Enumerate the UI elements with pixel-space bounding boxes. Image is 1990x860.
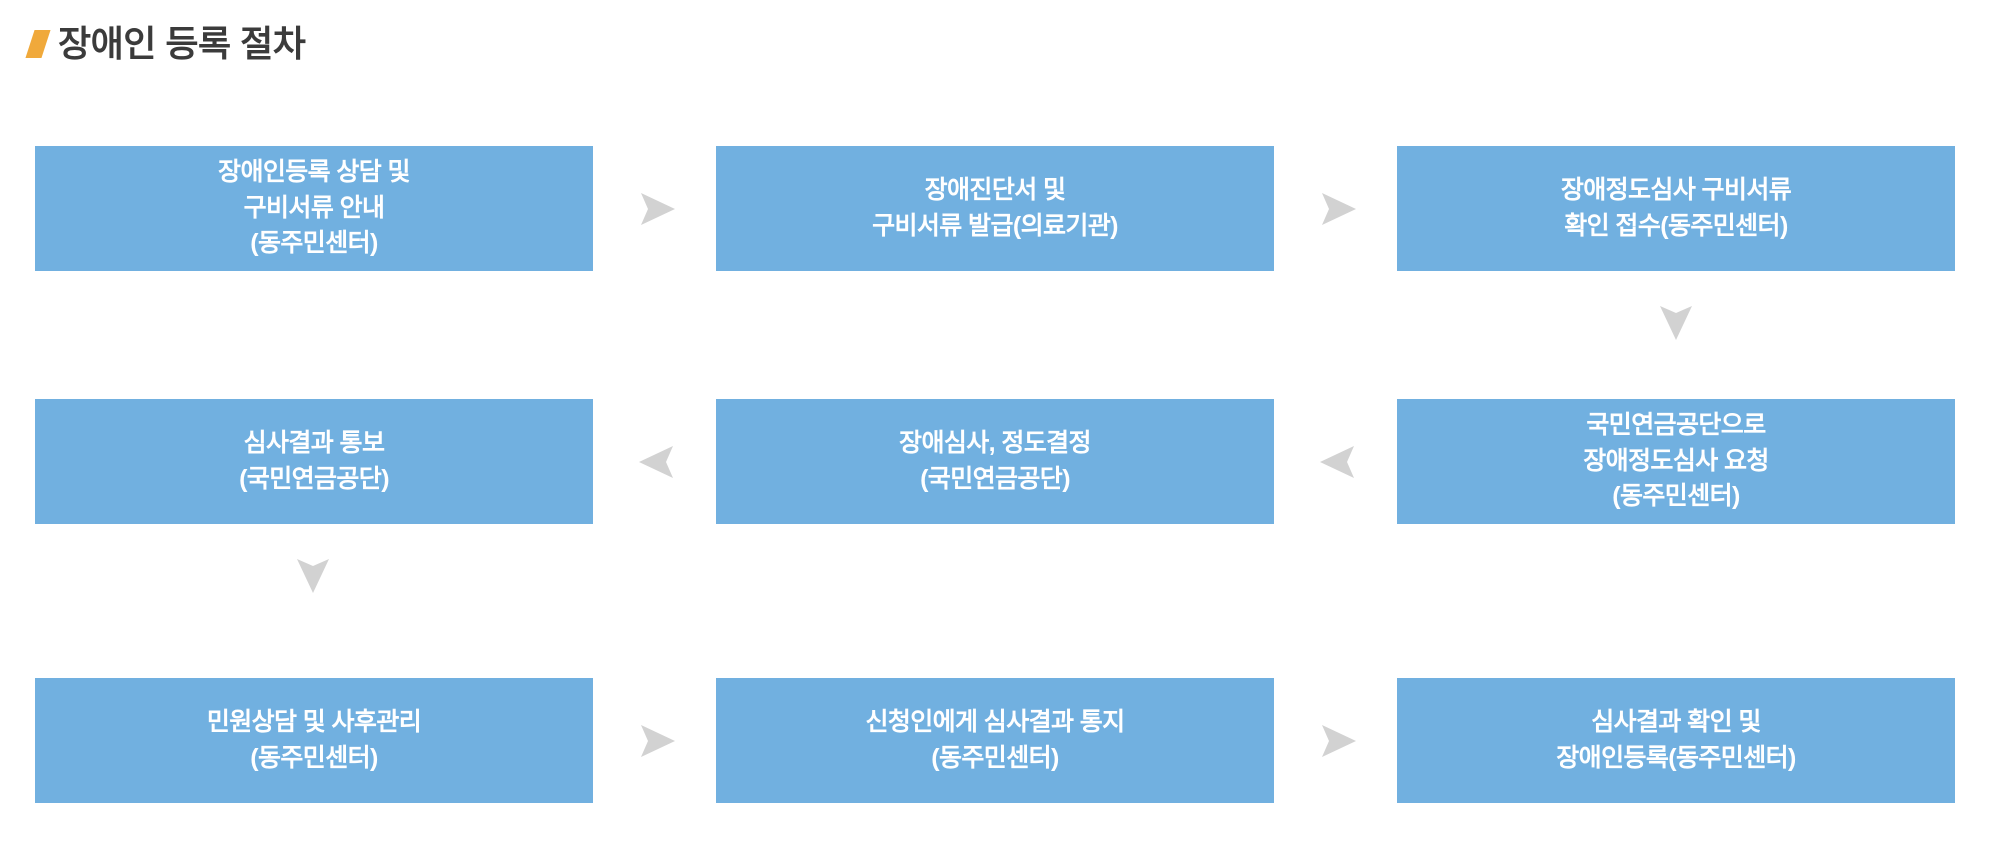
flow-row-2: 심사결과 통보 (국민연금공단) 장애심사, 정도결정 (국민연금공단) 국민연… bbox=[35, 399, 1955, 524]
page-title: 장애인 등록 절차 bbox=[25, 16, 306, 72]
flow-node-label: 장애인등록 상담 및 구비서류 안내 (동주민센터) bbox=[218, 158, 411, 258]
title-accent-bar-icon bbox=[25, 30, 51, 58]
arrow-right-icon bbox=[631, 715, 683, 767]
flow-node-step-1[interactable]: 장애인등록 상담 및 구비서류 안내 (동주민센터) bbox=[35, 146, 593, 271]
flow-node-label: 장애진단서 및 구비서류 발급(의료기관) bbox=[872, 176, 1118, 240]
flow-node-label: 장애심사, 정도결정 (국민연금공단) bbox=[899, 429, 1092, 493]
flow-node-step-8[interactable]: 신청인에게 심사결과 통지 (동주민센터) bbox=[716, 678, 1274, 803]
flow-node-step-6[interactable]: 심사결과 통보 (국민연금공단) bbox=[35, 399, 593, 524]
flow-node-label: 신청인에게 심사결과 통지 (동주민센터) bbox=[865, 708, 1125, 772]
flow-node-step-9[interactable]: 심사결과 확인 및 장애인등록(동주민센터) bbox=[1397, 678, 1955, 803]
flow-node-label: 심사결과 확인 및 장애인등록(동주민센터) bbox=[1556, 708, 1796, 772]
flow-node-step-7[interactable]: 민원상담 및 사후관리 (동주민센터) bbox=[35, 678, 593, 803]
arrow-right-icon bbox=[631, 183, 683, 235]
arrow-left-icon bbox=[1312, 436, 1364, 488]
flow-node-step-4[interactable]: 국민연금공단으로 장애정도심사 요청 (동주민센터) bbox=[1397, 399, 1955, 524]
flow-node-label: 장애정도심사 구비서류 확인 접수(동주민센터) bbox=[1560, 176, 1792, 240]
registration-process-flowchart: 장애인등록 상담 및 구비서류 안내 (동주민센터) 장애진단서 및 구비서류 … bbox=[35, 146, 1955, 826]
flow-node-label: 국민연금공단으로 장애정도심사 요청 (동주민센터) bbox=[1583, 411, 1769, 511]
flow-node-step-5[interactable]: 장애심사, 정도결정 (국민연금공단) bbox=[716, 399, 1274, 524]
flow-node-label: 민원상담 및 사후관리 (동주민센터) bbox=[206, 708, 422, 772]
flow-row-3: 민원상담 및 사후관리 (동주민센터) 신청인에게 심사결과 통지 (동주민센터… bbox=[35, 678, 1955, 803]
flow-node-step-2[interactable]: 장애진단서 및 구비서류 발급(의료기관) bbox=[716, 146, 1274, 271]
flow-node-label: 심사결과 통보 (국민연금공단) bbox=[239, 429, 389, 493]
page-title-text: 장애인 등록 절차 bbox=[58, 23, 306, 64]
flow-node-step-3[interactable]: 장애정도심사 구비서류 확인 접수(동주민센터) bbox=[1397, 146, 1955, 271]
arrow-down-icon bbox=[1650, 296, 1702, 348]
arrow-down-icon bbox=[287, 549, 339, 601]
flow-row-1: 장애인등록 상담 및 구비서류 안내 (동주민센터) 장애진단서 및 구비서류 … bbox=[35, 146, 1955, 271]
arrow-right-icon bbox=[1312, 715, 1364, 767]
arrow-left-icon bbox=[631, 436, 683, 488]
arrow-right-icon bbox=[1312, 183, 1364, 235]
